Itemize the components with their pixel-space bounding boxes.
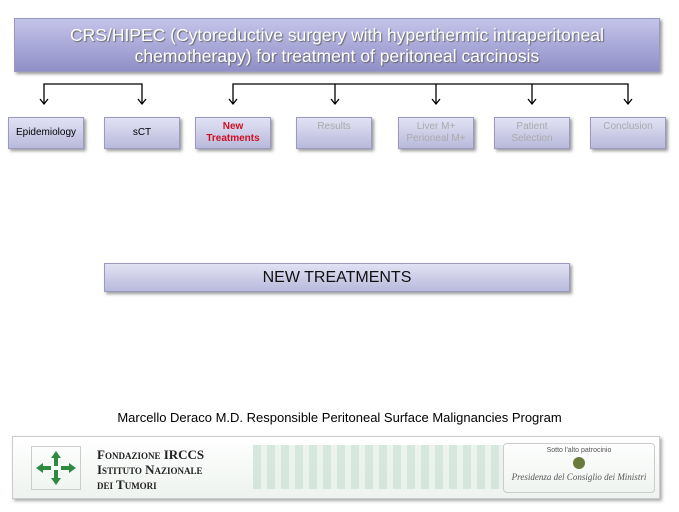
nav-label: sCT: [132, 127, 152, 138]
presidency-text: Presidenza del Consiglio dei Ministri: [511, 472, 647, 482]
nav-label: Perioneal M+: [406, 133, 466, 144]
nav-conclusion[interactable]: Conclusion: [590, 117, 666, 149]
nav-label: Epidemiology: [15, 127, 77, 138]
nav-label: Conclusion: [603, 121, 653, 132]
patronage-box: Sotto l'alto patrocinio Presidenza del C…: [503, 443, 655, 493]
author-line: Marcello Deraco M.D. Responsible Periton…: [117, 410, 562, 425]
presentation-title: CRS/HIPEC (Cytoreductive surgery with hy…: [14, 18, 660, 72]
nav-label: Treatments: [206, 133, 260, 144]
institute-name-2: Istituto Nazionale: [97, 462, 203, 477]
arrows-logo-icon: [36, 451, 76, 485]
nav-sct[interactable]: sCT: [104, 117, 180, 149]
nav-label: New: [222, 121, 244, 132]
nav-label: Results: [317, 121, 351, 132]
nav-label: Patient: [516, 121, 548, 132]
building-image: [253, 445, 503, 489]
institute-logo: [31, 446, 81, 490]
section-title: NEW TREATMENTS: [104, 263, 570, 292]
emblem-icon: [573, 457, 585, 469]
nav-label: Selection: [511, 133, 553, 144]
nav-label: Liver M+: [416, 121, 456, 132]
nav-liver-peritoneal[interactable]: Liver M+Perioneal M+: [398, 117, 474, 149]
nav-results[interactable]: Results: [296, 117, 372, 149]
nav-epidemiology[interactable]: Epidemiology: [8, 117, 84, 149]
institute-name-1: Fondazione IRCCS: [97, 447, 205, 462]
institute-name-3: dei Tumori: [97, 477, 157, 492]
patronage-text: Sotto l'alto patrocinio: [546, 447, 612, 454]
institution-banner: Fondazione IRCCS Istituto Nazionale dei …: [12, 436, 660, 499]
